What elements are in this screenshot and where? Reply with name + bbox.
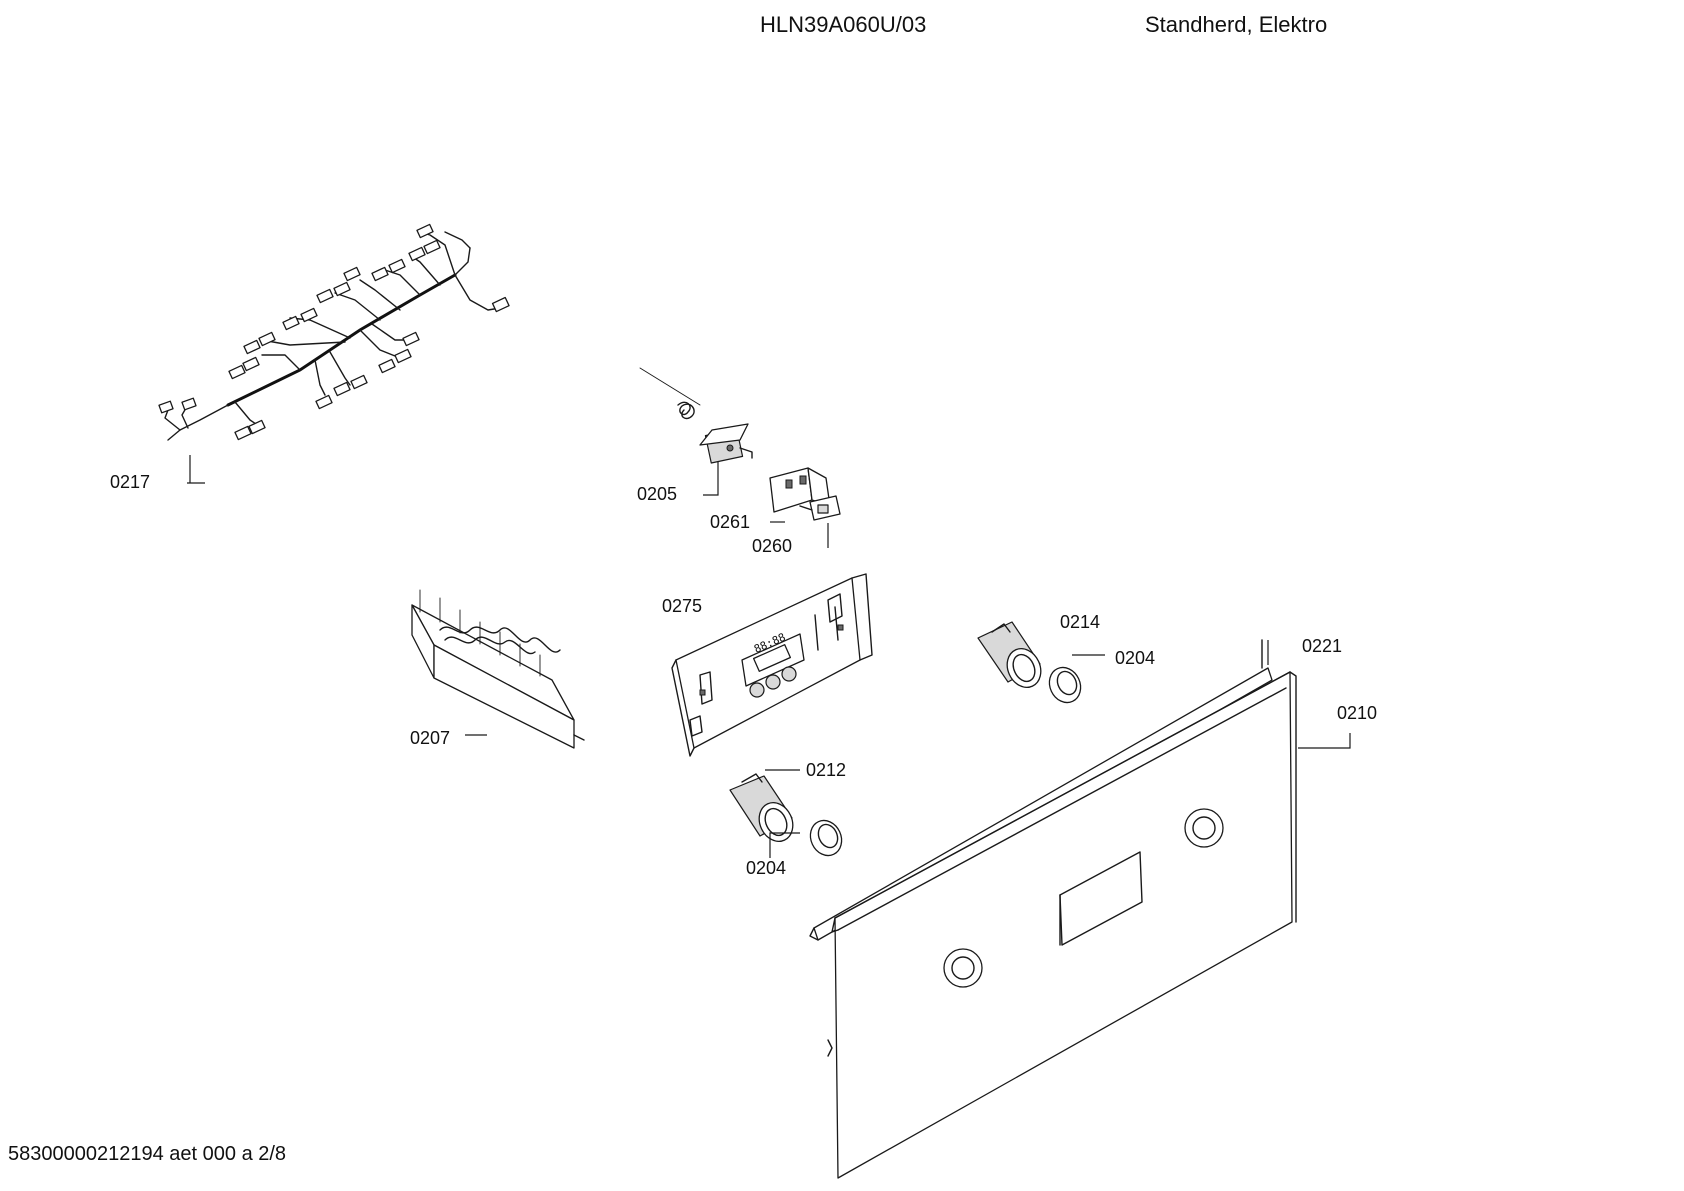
part-label-0214: 0214 (1060, 612, 1101, 632)
bezel-ring-0204-lower (809, 819, 843, 857)
wiring-harness-0217 (158, 223, 510, 441)
part-label-0204-lower: 0204 (746, 858, 787, 878)
switch-bracket-0261 (769, 467, 831, 513)
appliance-description: Standherd, Elektro (1145, 12, 1328, 37)
part-label-0207: 0207 (410, 728, 451, 748)
control-module-0275 (671, 573, 873, 757)
part-label-0221: 0221 (1302, 636, 1343, 656)
part-label-0261: 0261 (710, 512, 751, 532)
switch-knob-0214 (977, 621, 1042, 688)
switch-0260 (799, 495, 841, 521)
bezel-ring-0204-upper (1048, 666, 1082, 704)
switch-knob-0212 (729, 773, 794, 842)
terminal-block-0207 (411, 589, 585, 749)
part-label-0260: 0260 (752, 536, 793, 556)
document-reference: 58300000212194 aet 000 a 2/8 (8, 1143, 287, 1165)
part-label-0217: 0217 (110, 472, 151, 492)
part-label-0275: 0275 (662, 596, 703, 616)
control-panel-fascia-0210 (827, 671, 1297, 1179)
part-label-0204-upper: 0204 (1115, 648, 1156, 668)
part-label-0212: 0212 (806, 760, 847, 780)
part-label-0205: 0205 (637, 484, 678, 504)
model-number: HLN39A060U/03 (760, 12, 927, 37)
thermostat-0205 (639, 367, 753, 464)
part-label-0210: 0210 (1337, 703, 1378, 723)
